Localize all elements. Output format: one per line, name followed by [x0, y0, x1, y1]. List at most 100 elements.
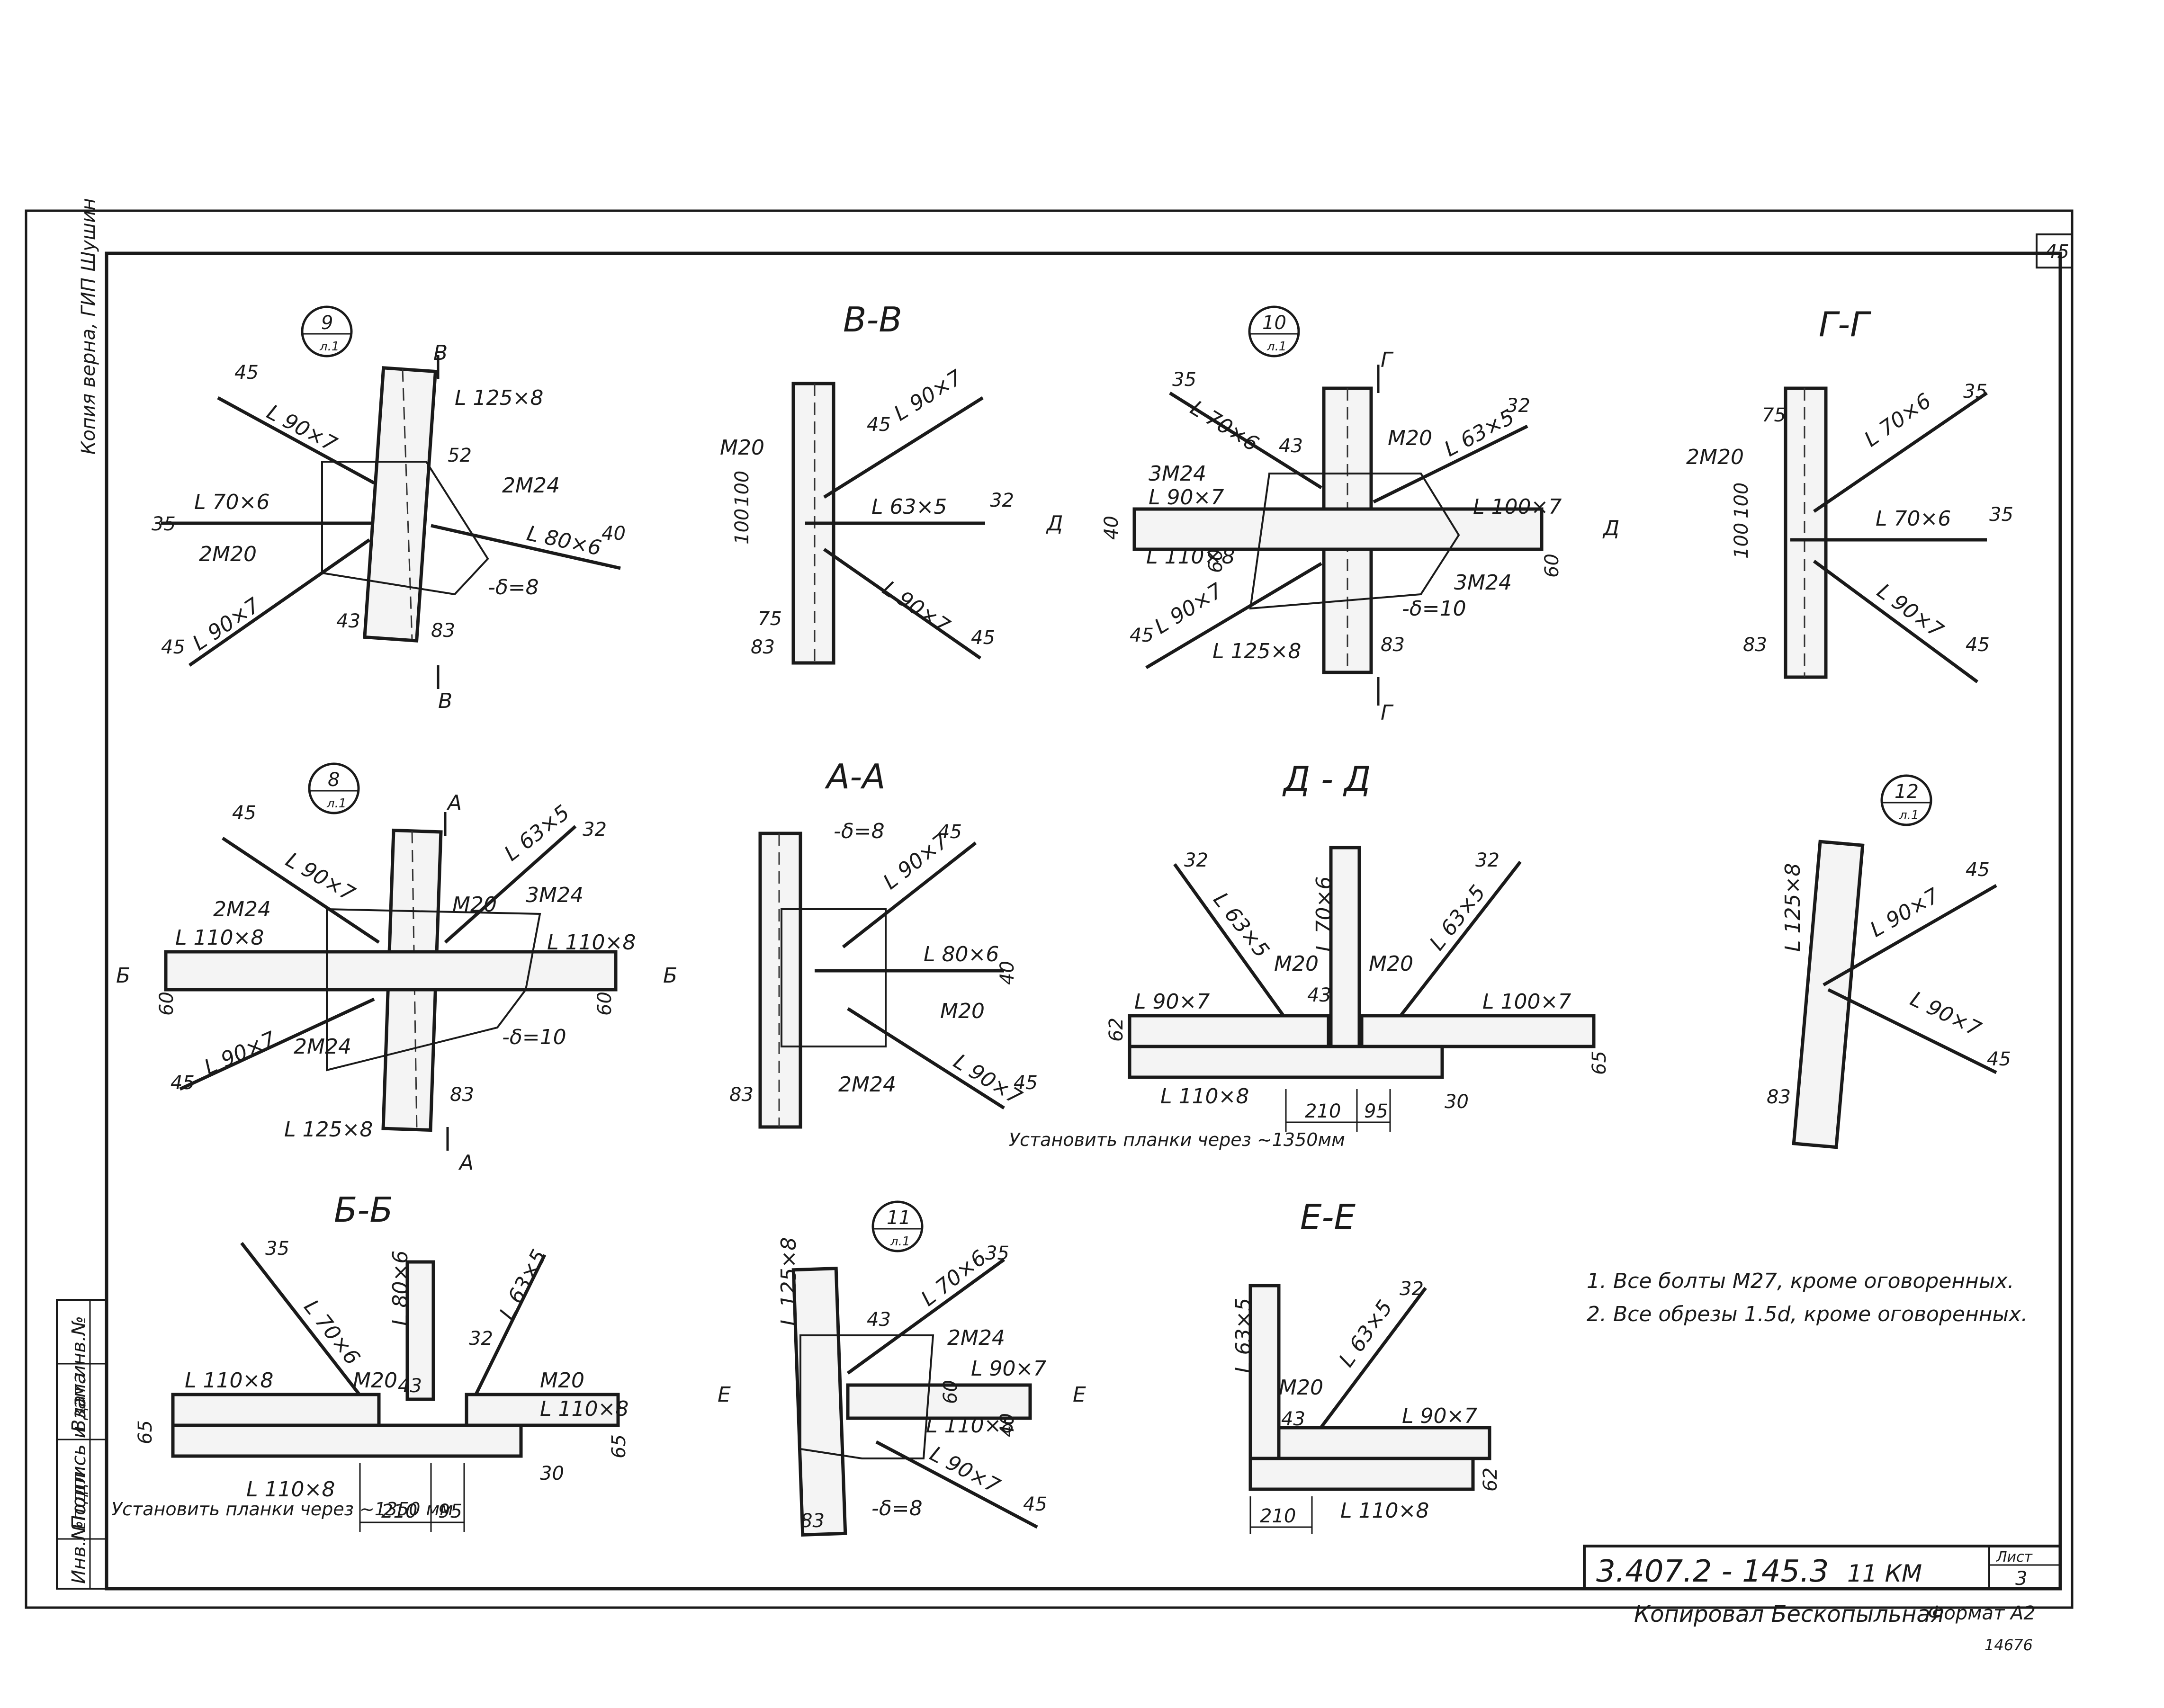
node-11-label-3: L 90×7 — [971, 1357, 1046, 1381]
node-10-label-5: L 125×8 — [1212, 639, 1301, 663]
section-aa-post — [758, 832, 802, 1129]
section-aa-gusset — [781, 908, 887, 1047]
section-aa-label-5: 2М24 — [838, 1073, 896, 1097]
node-10-brace-top — [1169, 392, 1322, 489]
node-8-label-6: L 110×8 — [547, 930, 636, 955]
section-bb-dim-1: 32 — [469, 1328, 493, 1350]
node-11-number: 11 — [887, 1207, 911, 1229]
node-10-label-0: L 70×6 — [1186, 396, 1263, 456]
section-dd-label-7: L 110×8 — [1160, 1084, 1249, 1109]
section-ee: Е-Е L 63×5 L 63×5 М20 L 90×7 L 110×8 32 … — [1231, 1197, 1501, 1534]
node-9-label-6: 2М20 — [199, 542, 257, 566]
section-dd-dim-2: 43 — [1307, 984, 1331, 1006]
node-12-number: 12 — [1895, 781, 1919, 803]
node-10-cut-top: Г — [1381, 348, 1394, 372]
node-8-label-8: 2М24 — [294, 1035, 351, 1059]
section-bb-dim-3: 65 — [135, 1420, 156, 1444]
node-8-label-2: L 110×8 — [175, 926, 264, 950]
section-dd-dim-1: 32 — [1475, 850, 1500, 871]
section-gg-label-0: 2М20 — [1686, 445, 1744, 469]
node-10: 10 л.1 Г Г Д Д L 70×6 3М24 L 90×7 L 110×… — [1046, 305, 1619, 725]
node-11-ref: л.1 — [890, 1234, 910, 1249]
inner-frame — [105, 251, 2062, 1591]
section-gg-dim-0: 75 — [1762, 404, 1786, 426]
section-ee-bottom-chord — [1248, 1457, 1475, 1491]
section-ee-chord — [1277, 1426, 1491, 1460]
node-11-dim-5: 83 — [800, 1510, 825, 1532]
section-dd-brace-right — [1386, 860, 1522, 1034]
section-ee-dim-3: 210 — [1260, 1505, 1296, 1527]
section-ee-label-1: L 63×5 — [1334, 1296, 1397, 1372]
title-block: 3.407.2 - 145.3 11 КМ Лист 3 Копировал Б… — [1583, 1545, 2062, 1654]
section-gg-post — [1784, 386, 1828, 679]
node-8-chord — [164, 950, 618, 992]
section-vv-dim-2: 75 — [758, 608, 782, 630]
side-stamp: Копия верна, ГИП Шушин — [78, 198, 99, 455]
node-9-label-0: L 125×8 — [455, 386, 543, 410]
node-12-dim-1: 45 — [1987, 1048, 2011, 1070]
section-vv-dim-5: 45 — [867, 414, 891, 436]
stamp-cell-sign: Подпись и дата — [68, 1373, 90, 1529]
section-gg-brace-bottom — [1813, 560, 1979, 683]
node-10-label-1: 3М24 — [1149, 462, 1206, 486]
node-10-dim-7: 83 — [1381, 634, 1405, 656]
node-8-brace-bottom — [179, 997, 375, 1091]
section-vv-dim-3: 83 — [751, 636, 775, 658]
node-9-dim-0: 45 — [234, 362, 259, 384]
section-aa-label-2: L 80×6 — [924, 942, 999, 966]
section-dd-label-5: L 90×7 — [1134, 990, 1210, 1014]
node-9-label-5: 2М24 — [502, 474, 560, 498]
section-dd-dim-7: 95 — [1364, 1100, 1388, 1122]
node-10-label-8: L 100×7 — [1473, 495, 1562, 519]
node-9-number: 9 — [321, 312, 333, 334]
node-10-number: 10 — [1262, 312, 1286, 334]
node-9-brace-right — [431, 524, 621, 570]
section-aa-dim-1: 40 — [997, 961, 1018, 985]
node-11-dim-1: 43 — [867, 1309, 891, 1331]
node-9-dim-3: 40 — [602, 523, 626, 545]
node-9-brace-bottom — [188, 538, 371, 667]
node-10-chord — [1132, 507, 1544, 551]
section-bb-dim-6: 210 — [381, 1501, 417, 1522]
note-2: 2. Все обрезы 1.5d, кроме оговоренных. — [1587, 1302, 2028, 1326]
node-8-number: 8 — [328, 769, 340, 791]
node-9: 9 л.1 В В L 125×8 L 90×7 L 70×6 L 80×6 L… — [152, 305, 626, 713]
section-dd-brace-left — [1173, 863, 1297, 1034]
section-gg-dim-2: 100 — [1731, 483, 1752, 519]
section-bb-label-1: L 80×6 — [388, 1251, 413, 1326]
section-bb-brace-right — [465, 1254, 547, 1414]
node-10-cut-left: Д — [1046, 511, 1063, 536]
node-8-cut-right: Б — [663, 964, 677, 988]
node-11-dim-4: 45 — [1023, 1493, 1047, 1515]
section-bb-label-7: L 110×8 — [246, 1477, 335, 1502]
section-ee-dim-0: 32 — [1400, 1278, 1424, 1300]
section-gg-dim-4: 35 — [1989, 504, 2013, 526]
section-vv-dim-1: 100 — [731, 471, 753, 507]
node-9-dim-6: 45 — [161, 636, 185, 658]
node-8-dim-4: 45 — [171, 1072, 195, 1094]
bottom-note: 14676 — [1984, 1636, 2033, 1654]
section-vv-label-0: М20 — [720, 436, 764, 460]
node-12-dim-2: 83 — [1767, 1086, 1791, 1108]
section-dd-label-1: L 70×6 — [1312, 876, 1336, 952]
section-dd-label-4: М20 — [1369, 952, 1413, 976]
node-12-brace-top — [1823, 884, 1997, 987]
node-9-label-7: -δ=8 — [488, 575, 539, 599]
node-8-dim-5: 83 — [450, 1084, 474, 1106]
node-11-label-0: L 125×8 — [777, 1237, 801, 1326]
section-dd-dim-6: 210 — [1305, 1100, 1341, 1122]
node-10-cut-right: Д — [1602, 516, 1619, 540]
section-bb-bottom-chord — [171, 1423, 523, 1458]
section-gg-title: Г-Г — [1819, 304, 1871, 344]
node-9-label-4: L 90×7 — [189, 593, 265, 655]
node-8-label-4: L 63×5 — [500, 800, 574, 866]
section-dd-label-6: L 100×7 — [1482, 990, 1571, 1014]
node-10-label-10: -δ=10 — [1402, 597, 1466, 621]
section-bb-post — [405, 1260, 435, 1401]
node-11-dim-0: 35 — [985, 1243, 1009, 1264]
note-1: 1. Все болты М27, кроме оговоренных. — [1587, 1269, 2014, 1293]
node-9-cut-bottom: В — [438, 689, 452, 713]
section-vv-brace-bottom — [823, 548, 982, 660]
section-dd-dim-0: 32 — [1184, 850, 1208, 871]
